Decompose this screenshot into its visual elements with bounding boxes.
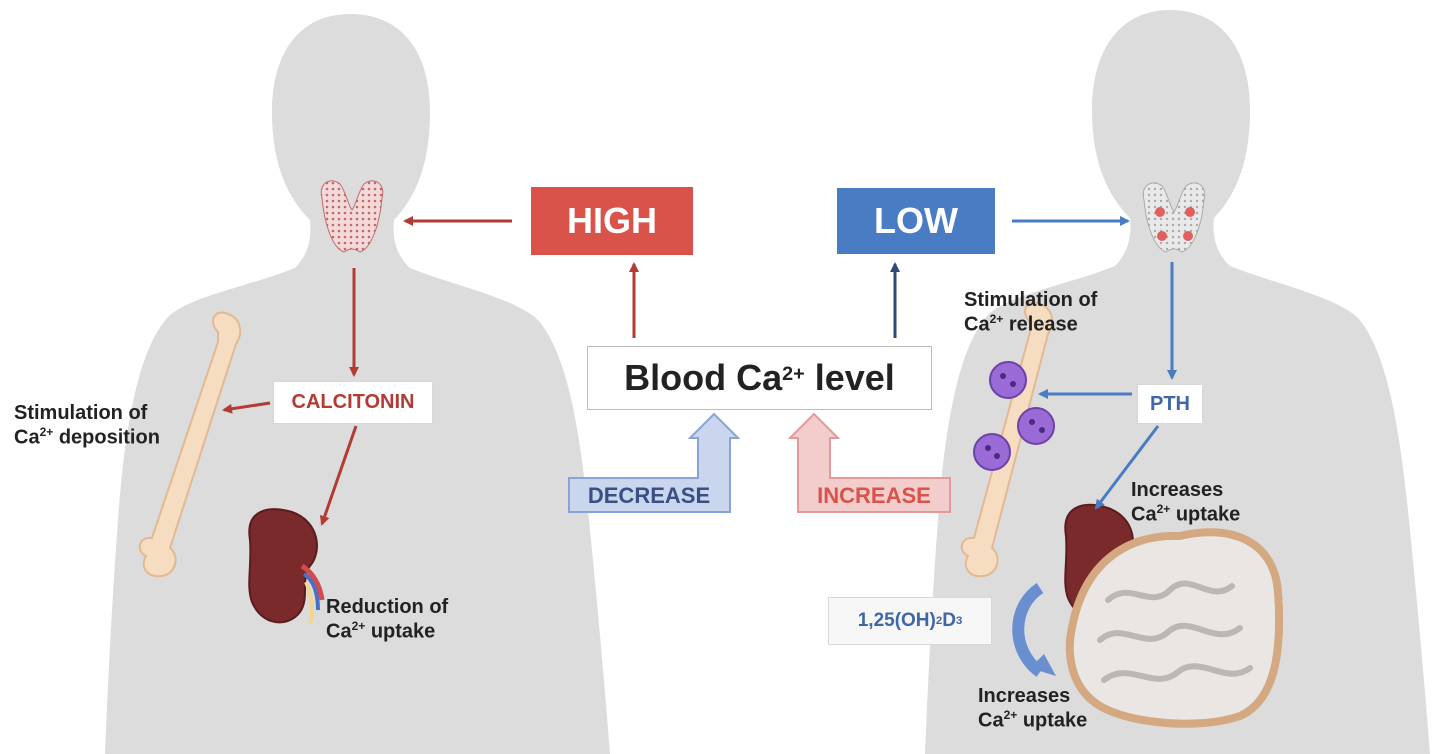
right-parathyroid-gland <box>1142 182 1206 253</box>
decrease-block-arrow <box>568 412 741 513</box>
high-label: HIGH <box>567 200 657 241</box>
reduction-label: Reduction of Ca2+ uptake <box>326 595 448 644</box>
increases-kidney-line2-wrap: Ca2+ uptake <box>1131 502 1240 527</box>
reduction-line2-wrap: Ca2+ uptake <box>326 619 448 644</box>
release-line2-wrap: Ca2+ release <box>964 312 1097 337</box>
calcitonin-to-kidney-arrow <box>319 425 358 526</box>
release-line1: Stimulation of <box>964 289 1098 311</box>
increases-gut-label: Increases Ca2+ uptake <box>978 684 1087 733</box>
right-bone <box>960 301 1054 578</box>
pth-to-kidney-arrow <box>1094 425 1160 510</box>
reduction-line1: Reduction of <box>326 596 449 618</box>
increases-kidney-ca: Ca <box>1131 503 1157 526</box>
pth-label: PTH <box>1150 392 1190 415</box>
vitd-sub1: 2 <box>935 615 943 627</box>
vitd-sub2: 3 <box>955 615 963 627</box>
calcitonin-to-bone-arrow <box>222 401 271 414</box>
deposition-line2: deposition <box>53 426 160 449</box>
deposition-sup: 2+ <box>39 425 54 439</box>
increases-gut-line2-wrap: Ca2+ uptake <box>978 708 1087 733</box>
blood-suffix: level <box>804 357 895 398</box>
calcitonin-label: CALCITONIN <box>291 391 415 413</box>
deposition-line1: Stimulation of <box>14 402 148 424</box>
vitamin-d-curved-arrow <box>1012 582 1044 677</box>
increases-gut-line1: Increases <box>978 685 1071 707</box>
high-level-box: HIGH <box>531 187 693 255</box>
increases-kidney-sup: 2+ <box>1156 502 1171 516</box>
reduction-line2: uptake <box>365 620 436 643</box>
left-bone <box>138 311 242 578</box>
vitd-mid: D <box>942 610 956 631</box>
increases-kidney-line1: Increases <box>1131 479 1224 501</box>
increases-gut-sup: 2+ <box>1003 708 1018 722</box>
increase-block-arrow <box>787 412 951 513</box>
low-label: LOW <box>874 200 958 241</box>
left-thyroid-gland <box>320 180 384 253</box>
increases-kidney-label: Increases Ca2+ uptake <box>1131 478 1240 527</box>
blood-prefix: Blood Ca <box>624 357 783 398</box>
deposition-label: Stimulation of Ca2+ deposition <box>14 401 160 450</box>
osteoclast-cells <box>973 361 1055 471</box>
deposition-ca: Ca <box>14 426 40 449</box>
increases-gut-ca: Ca <box>978 709 1004 732</box>
pth-tag: PTH <box>1137 384 1203 424</box>
release-sup: 2+ <box>989 312 1004 326</box>
increase-label: INCREASE <box>817 483 931 508</box>
low-level-box: LOW <box>837 188 995 254</box>
decrease-label: DECREASE <box>587 483 711 508</box>
release-ca: Ca <box>964 313 990 336</box>
deposition-line2-wrap: Ca2+ deposition <box>14 425 160 450</box>
reduction-sup: 2+ <box>351 619 366 633</box>
vitd-prefix: 1,25(OH) <box>857 610 936 631</box>
increases-kidney-line2: uptake <box>1170 503 1241 526</box>
blood-superscript: 2+ <box>782 362 805 385</box>
release-label: Stimulation of Ca2+ release <box>964 288 1097 337</box>
right-body-silhouette <box>925 10 1430 754</box>
intestines <box>1065 528 1284 728</box>
release-line2: release <box>1003 313 1078 336</box>
calcitonin-tag: CALCITONIN <box>273 381 433 424</box>
reduction-ca: Ca <box>326 620 352 643</box>
increases-gut-line2: uptake <box>1017 709 1088 732</box>
left-kidney <box>248 508 325 625</box>
